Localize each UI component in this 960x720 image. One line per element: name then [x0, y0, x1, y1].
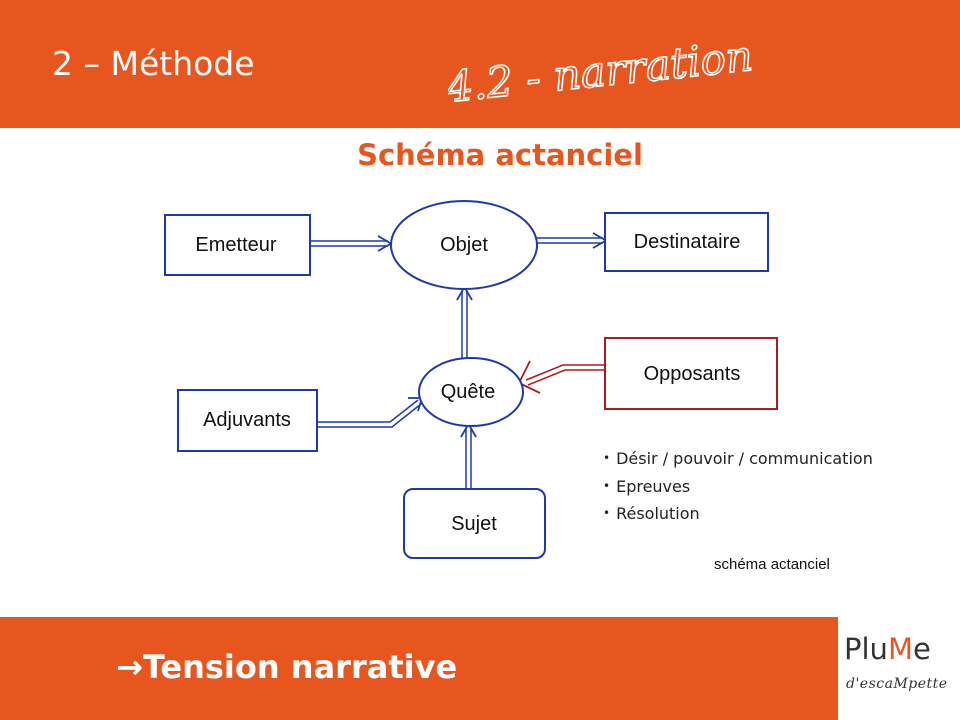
bullet-item: Résolution — [603, 501, 873, 529]
slide-title: Schéma actanciel — [357, 138, 643, 172]
connector-sujet-quete — [460, 422, 477, 488]
diagram-caption: schéma actanciel — [714, 556, 830, 573]
tension-text: Tension narrative — [142, 648, 458, 686]
footer-band — [0, 617, 838, 720]
node-objet — [390, 200, 538, 290]
bullet-item: Epreuves — [603, 474, 873, 502]
logo-part: Plu — [844, 632, 888, 666]
node-sujet-label: Sujet — [451, 513, 497, 535]
connector-adjuvants-quete — [317, 397, 424, 428]
node-adjuvants — [177, 389, 318, 452]
handwritten-note: 4.2 - narration — [448, 30, 756, 113]
logo — [838, 617, 960, 720]
node-adjuvants-label: Adjuvants — [203, 409, 291, 431]
node-objet-label: Objet — [440, 234, 488, 256]
connector-objet-destinataire — [537, 232, 608, 249]
right-arrow-icon: → — [116, 648, 143, 686]
bullet-item: Désir / pouvoir / communication — [603, 446, 873, 474]
connector-quete-objet — [456, 285, 473, 358]
node-emetteur-label: Emetteur — [195, 234, 276, 256]
node-opposants — [604, 337, 778, 410]
bullet-list: Désir / pouvoir / communication Epreuves… — [603, 446, 873, 529]
logo-part: M — [887, 632, 913, 666]
node-destinataire — [604, 212, 769, 272]
connector-emetteur-objet — [310, 235, 393, 252]
node-opposants-label: Opposants — [644, 363, 741, 385]
node-destinataire-label: Destinataire — [634, 231, 741, 253]
node-quete-label: Quête — [441, 381, 495, 403]
logo-part: e — [912, 632, 931, 666]
node-sujet — [403, 488, 546, 559]
node-emetteur — [164, 214, 311, 276]
logo-tagline: d'escaMpette — [846, 676, 948, 692]
header-band — [0, 0, 960, 128]
node-quete — [418, 357, 524, 427]
connector-opposants-quete — [517, 360, 604, 394]
section-title: 2 – Méthode — [52, 44, 255, 83]
tension-heading: →Tension narrative — [116, 648, 457, 686]
logo-wordmark: PluMe — [844, 632, 931, 666]
